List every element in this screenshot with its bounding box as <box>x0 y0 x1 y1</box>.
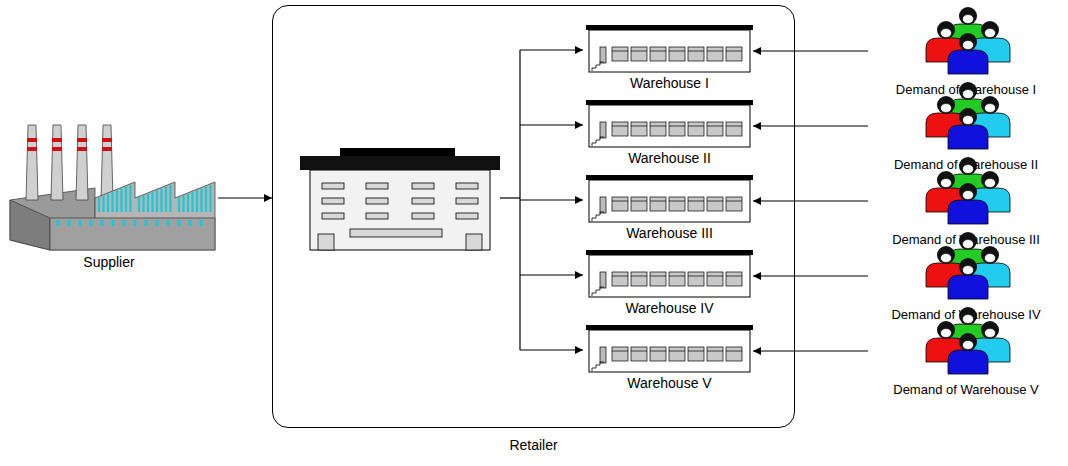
region-label: Retailer <box>273 437 794 453</box>
node-label: Demand of Warehouse V <box>893 382 1038 398</box>
flow-arrow <box>753 200 868 201</box>
retailer-region: RetailerWarehouse IWarehouse IIWarehouse… <box>272 5 795 428</box>
flow-arrow <box>218 197 272 198</box>
supplier-factory: Supplier <box>0 120 218 272</box>
distribution-arrows <box>500 50 583 350</box>
flow-arrow <box>753 275 868 276</box>
flow-arrow <box>753 50 868 51</box>
node-label: Warehouse IV <box>625 300 713 316</box>
node-label: Warehouse III <box>626 225 713 241</box>
node-label: Warehouse II <box>628 150 711 166</box>
flow-arrow <box>753 125 868 126</box>
node-label: Supplier <box>83 254 134 270</box>
node-label: Warehouse V <box>627 375 711 391</box>
warehouse-node: Warehouse III <box>586 175 753 241</box>
demand-group: Demand of Warehouse V <box>868 302 1064 398</box>
warehouse-node: Warehouse II <box>586 100 753 166</box>
warehouse-node: Warehouse IV <box>586 250 753 316</box>
warehouse-node: Warehouse I <box>586 25 753 91</box>
flow-arrow <box>753 350 868 351</box>
factory-icon <box>0 120 218 272</box>
warehouse-node: Warehouse V <box>586 325 753 391</box>
node-label: Warehouse I <box>630 75 709 91</box>
distribution-center <box>300 148 500 250</box>
